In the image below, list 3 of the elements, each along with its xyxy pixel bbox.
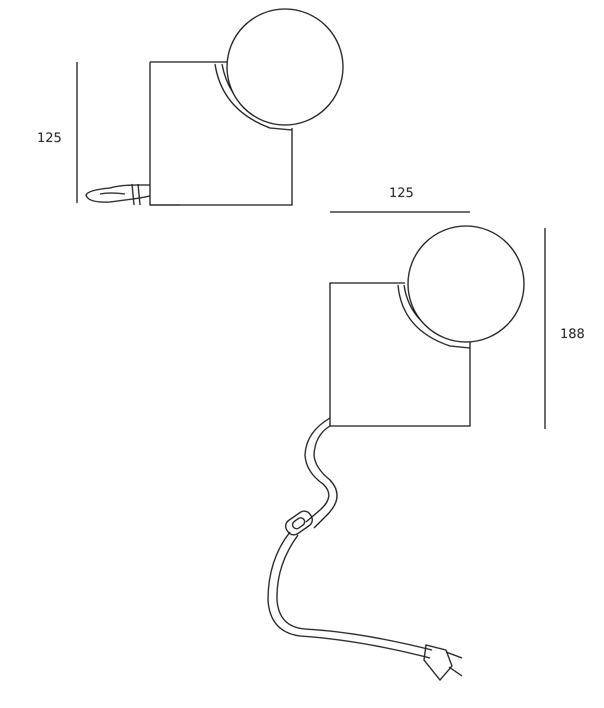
dimension-label: 188 <box>560 327 585 343</box>
dimension-label: 125 <box>37 131 62 147</box>
dimension-label: 125 <box>389 186 414 202</box>
